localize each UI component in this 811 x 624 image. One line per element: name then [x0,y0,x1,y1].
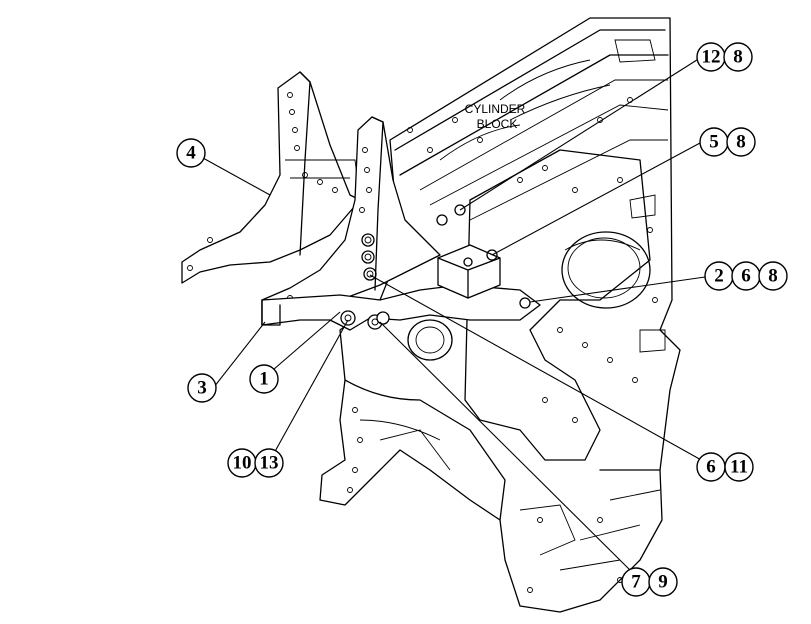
cylinder-block-label-line2: BLOCK [477,117,518,131]
leader-lines [202,57,713,581]
svg-text:1: 1 [259,369,269,390]
callout-8-a: 8 [723,42,753,72]
svg-text:11: 11 [730,457,748,478]
callout-12: 12 [696,42,726,72]
callout-8-b: 8 [726,127,756,157]
svg-text:6: 6 [741,266,751,287]
callout-7: 7 [621,567,651,597]
svg-text:13: 13 [260,453,279,474]
callout-1: 1 [249,364,279,394]
callout-6-a: 6 [731,261,761,291]
block-holes [347,97,658,593]
callout-10: 10 [227,448,257,478]
cylinder-block: CYLINDER BLOCK [319,17,681,613]
cylinder-block-label-line1: CYLINDER [465,102,526,116]
svg-text:2: 2 [714,266,724,287]
svg-text:9: 9 [658,572,668,593]
svg-text:3: 3 [197,378,207,399]
svg-text:6: 6 [706,457,716,478]
callout-2: 2 [704,261,734,291]
svg-text:8: 8 [733,47,743,68]
svg-text:8: 8 [768,266,778,287]
callout-6-b: 6 [696,452,726,482]
svg-text:5: 5 [709,132,719,153]
svg-text:7: 7 [631,572,641,593]
callout-9: 9 [648,567,678,597]
svg-text:8: 8 [736,132,746,153]
svg-text:10: 10 [233,453,252,474]
lifting-bracket-rear [181,71,361,284]
svg-text:12: 12 [702,47,721,68]
callout-8-c: 8 [758,261,788,291]
callout-4: 4 [176,138,206,168]
callout-3: 3 [187,373,217,403]
callout-5: 5 [699,127,729,157]
svg-text:4: 4 [186,143,196,164]
callout-11: 11 [724,452,754,482]
callout-13: 13 [254,448,284,478]
